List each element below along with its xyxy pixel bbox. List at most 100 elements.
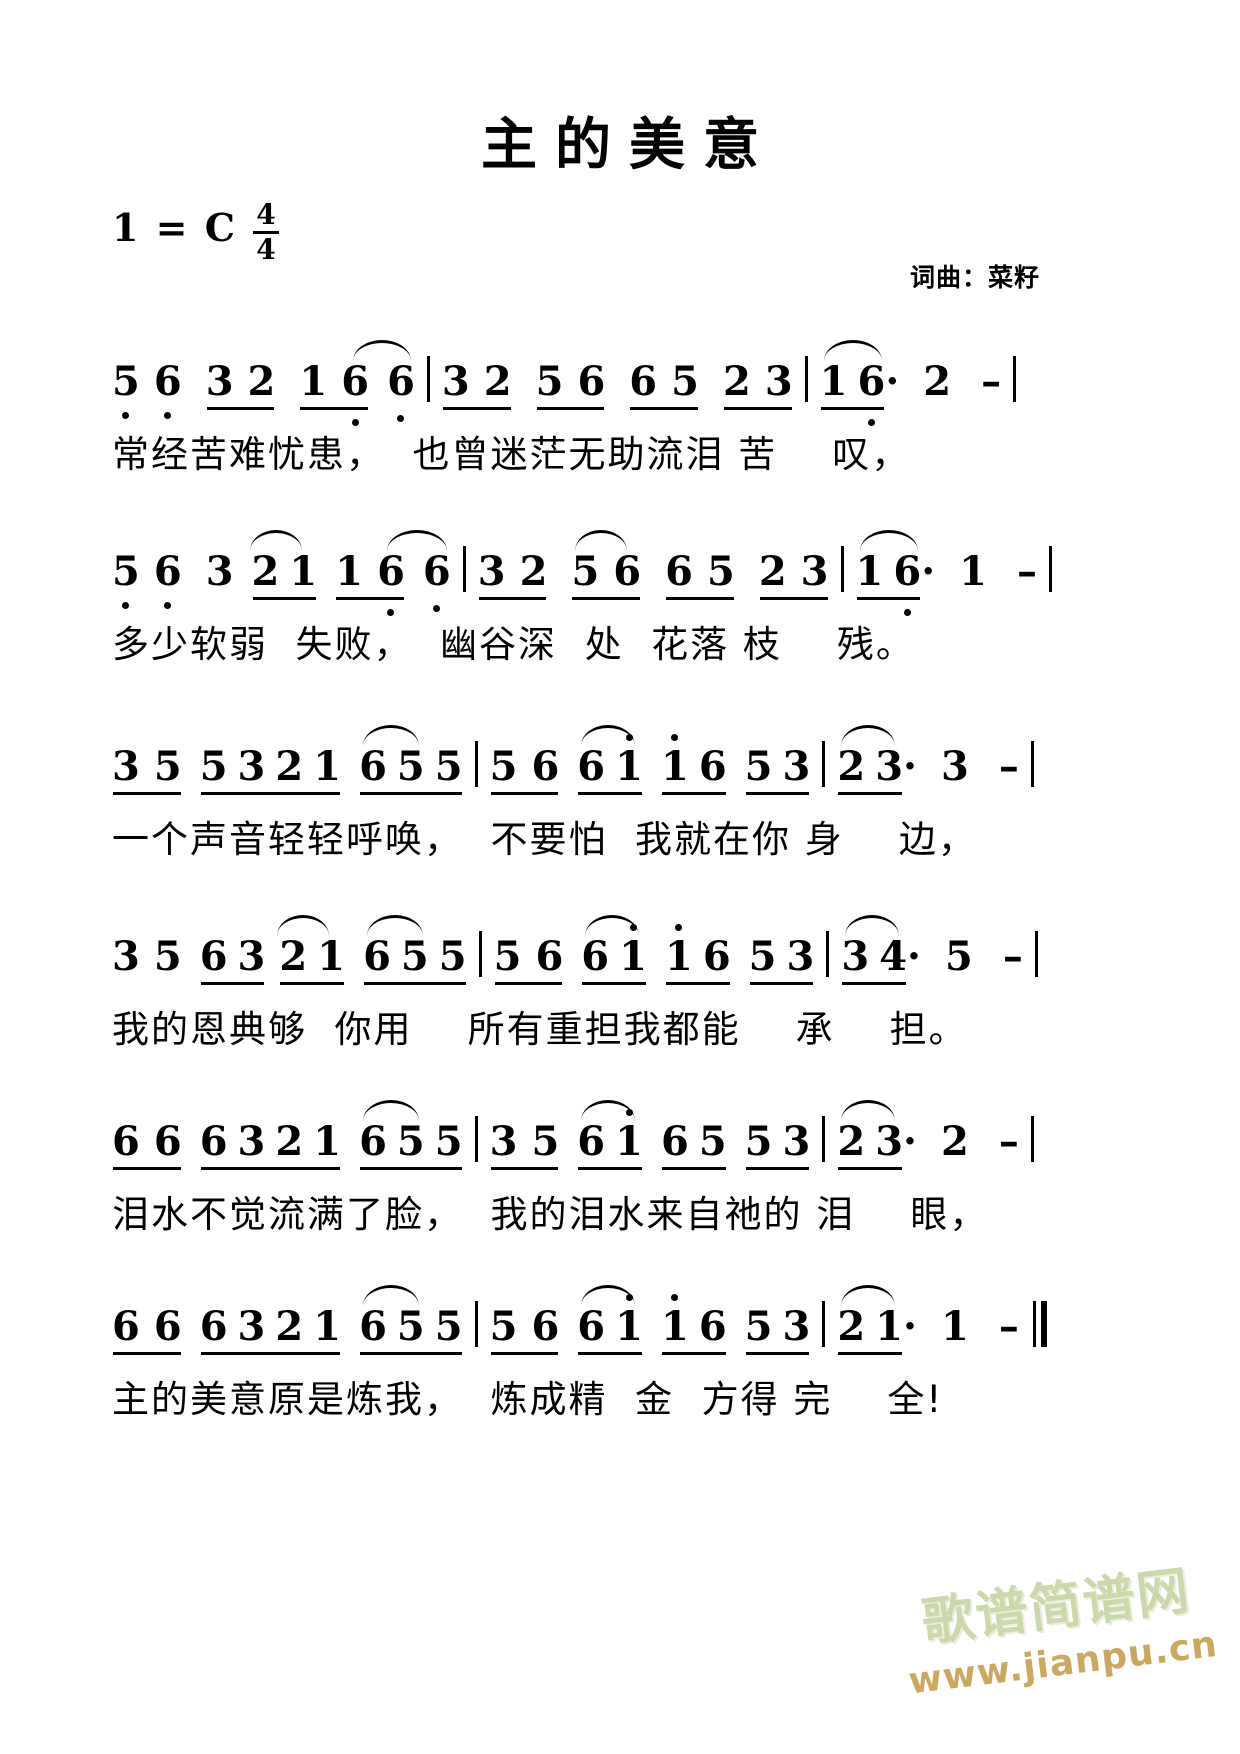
note: 5 — [199, 743, 228, 790]
time-signature-divider — [252, 231, 279, 234]
note: 3 — [237, 933, 266, 980]
note: 3 — [786, 933, 815, 980]
note: 6 — [422, 548, 451, 595]
note: 6 — [581, 933, 610, 980]
slurred-note: 1 6 — [856, 530, 921, 616]
note: 1 — [940, 1303, 969, 1350]
note: 5 — [531, 1118, 560, 1165]
beam-group: 6 5 5 — [359, 747, 463, 795]
note: 6 — [153, 358, 182, 419]
lyrics-row-3: 一个声音轻轻呼唤， 不要怕 我就在你 身 边， — [112, 818, 977, 861]
note: 6 — [531, 1303, 560, 1350]
note: 5 — [396, 1118, 425, 1165]
note: 3 — [441, 358, 470, 405]
note: 1 — [299, 358, 328, 405]
beam-group: 5 6 — [489, 1303, 560, 1355]
note: 3 — [237, 1118, 266, 1165]
beam-group: 1 6 — [665, 924, 731, 985]
note: 3 — [841, 933, 870, 980]
slurred-note: 6 1 — [577, 1285, 643, 1355]
note: 3 — [782, 1118, 811, 1165]
note: 6 — [112, 1303, 140, 1350]
note: 5 — [535, 358, 564, 405]
note: 1 — [660, 1294, 689, 1350]
augmentation-dot: · — [921, 548, 936, 595]
beam-group: 6 1 — [577, 1109, 643, 1170]
augmentation-dot: · — [903, 1118, 917, 1165]
key-signature-row: 1 = C 4 4 — [112, 201, 279, 264]
note: 3 — [237, 743, 266, 790]
note: 5 — [438, 933, 467, 980]
beam-group: 5 6 — [494, 933, 564, 985]
note: 1 — [875, 1303, 904, 1350]
barline — [474, 1301, 478, 1347]
beam-group: 1 6 — [335, 552, 405, 616]
note: 1 — [313, 1303, 342, 1350]
note: 6 — [535, 933, 564, 980]
duration-dash: – — [1002, 933, 1023, 980]
page-title: 主的美意 — [481, 112, 777, 178]
slurred-note: 2 1 — [277, 915, 346, 985]
note: 6 — [613, 548, 642, 595]
note: 3 — [489, 1118, 518, 1165]
beam-group: 1 6 — [299, 358, 369, 426]
note: 1 — [660, 734, 689, 790]
note: 4 — [879, 933, 908, 980]
note: 2 — [923, 358, 952, 405]
beam-group: 6 1 — [577, 1294, 643, 1355]
lyrics-row-4: 我的恩典够 你用 所有重担我都能 承 担。 — [112, 1008, 968, 1051]
note: 3 — [237, 1303, 266, 1350]
note: 2 — [940, 1118, 969, 1165]
note: 3 — [477, 548, 506, 595]
note: 5 — [400, 933, 429, 980]
note: 5 — [489, 1303, 518, 1350]
notation-row-2: 5 6 3 2 1 1 6 6 3 2 — [112, 520, 1120, 616]
note: 2 — [275, 1118, 304, 1165]
beam-group: 6 3 2 1 — [199, 1118, 341, 1170]
music-system-5: 6 6 6 3 2 1 6 5 5 3 5 — [0, 1090, 1240, 1238]
note: 5 — [744, 743, 773, 790]
note: 5 — [153, 743, 182, 790]
notation-row-3: 3 5 5 3 2 1 6 5 5 5 6 — [112, 715, 1120, 795]
beam-group: 6 1 — [581, 924, 647, 985]
note: 1 — [317, 933, 346, 980]
note: 6 — [577, 743, 606, 790]
note: 2 — [837, 1303, 866, 1350]
note: 3 — [112, 933, 140, 980]
beam-group: 6 3 2 1 — [199, 1303, 342, 1355]
note: 6 — [112, 1118, 140, 1165]
slurred-note: 6 1 — [577, 1100, 643, 1170]
beam-group: 6 5 5 — [363, 933, 467, 985]
slurred-note: 2 3 — [837, 1100, 903, 1170]
slurred-note: 6 1 — [577, 725, 643, 795]
note: 3 — [782, 743, 811, 790]
beam-group: 1 6 — [856, 552, 921, 616]
note: 1 — [615, 1294, 643, 1350]
note: 6 — [199, 1118, 228, 1165]
note: 3 — [940, 743, 969, 790]
music-system-2: 5 6 3 2 1 1 6 6 3 2 — [0, 520, 1240, 668]
note: 6 — [577, 1118, 606, 1165]
slurred-note: 6 — [353, 340, 415, 402]
barline — [1030, 1116, 1034, 1162]
watermark: 歌谱简谱网 www.jianpu.cn — [897, 1546, 1220, 1703]
beam-group: 2 1 — [837, 1303, 904, 1355]
note: 6 — [199, 1303, 228, 1350]
note: 6 — [629, 358, 658, 405]
note: 6 — [199, 933, 228, 980]
note: 6 — [577, 358, 606, 405]
beam-group: 2 3 — [723, 362, 793, 410]
beam-group: 2 3 — [837, 1122, 903, 1170]
slurred-note: 6 5 5 — [363, 915, 467, 985]
beam-group: 5 3 — [744, 743, 811, 795]
beam-group: 2 3 — [759, 548, 829, 600]
barline — [474, 741, 478, 787]
note: 2 — [251, 548, 280, 595]
note: 6 — [698, 743, 727, 790]
note: 1 — [819, 358, 848, 405]
lyrics-row-5: 泪水不觉流满了脸， 我的泪水来自祂的 泪 眼， — [112, 1193, 989, 1236]
barline — [822, 741, 826, 787]
note: 3 — [800, 548, 829, 595]
note: 6 — [660, 1118, 689, 1165]
